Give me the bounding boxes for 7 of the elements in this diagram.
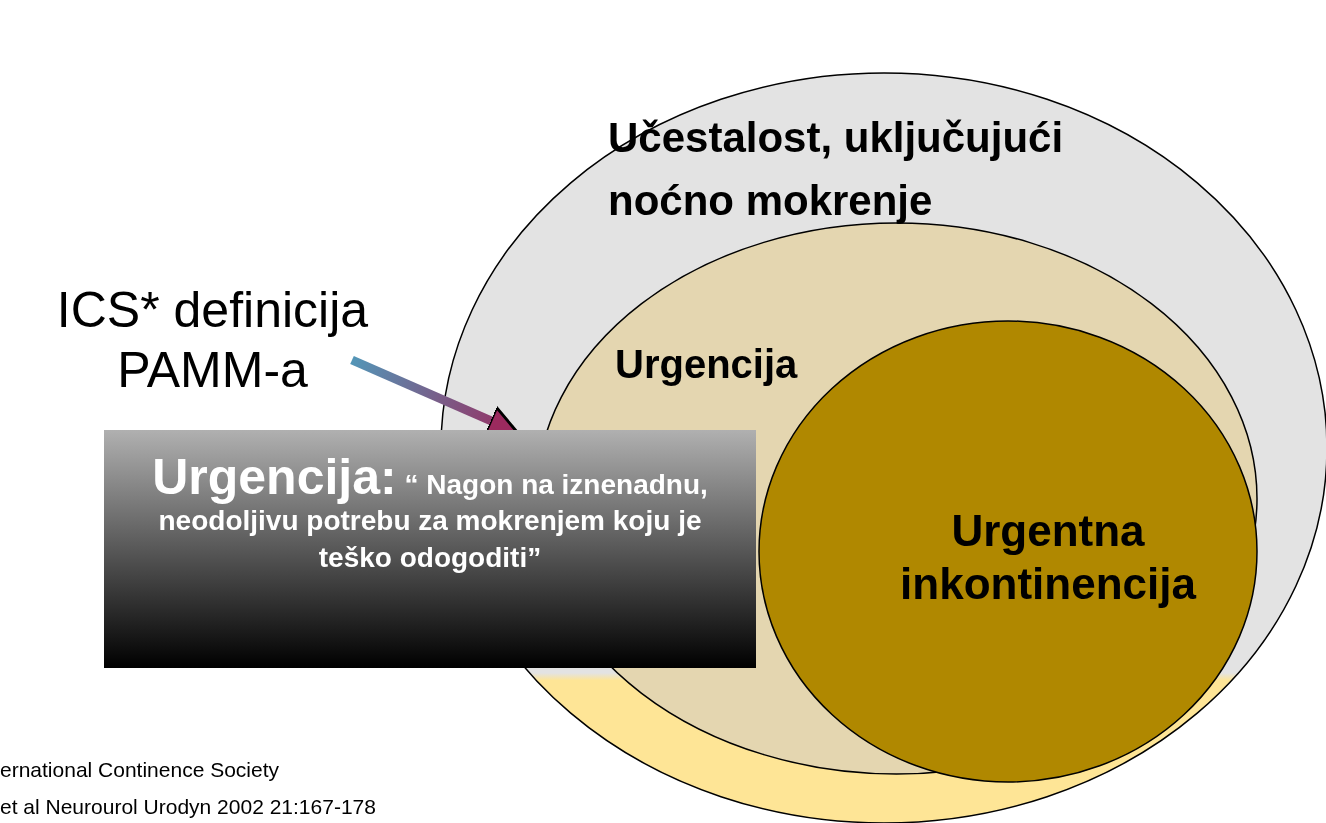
footnote-text: ernational Continence Society [0,758,279,782]
footnote-text: et al Neurourol Urodyn 2002 21:167-178 [0,795,376,819]
region-label: Urgentna inkontinencija [899,505,1198,610]
definition-text: Urgencija:“ Nagon na iznenadnu, neodoljivu potrebu za mokrenjem koju je teško odogoditi” [151,452,709,575]
region-label: Urgencija [615,341,799,388]
definition-label: ICS* definicija PAMM-a [55,281,370,400]
definition-box [104,430,756,668]
